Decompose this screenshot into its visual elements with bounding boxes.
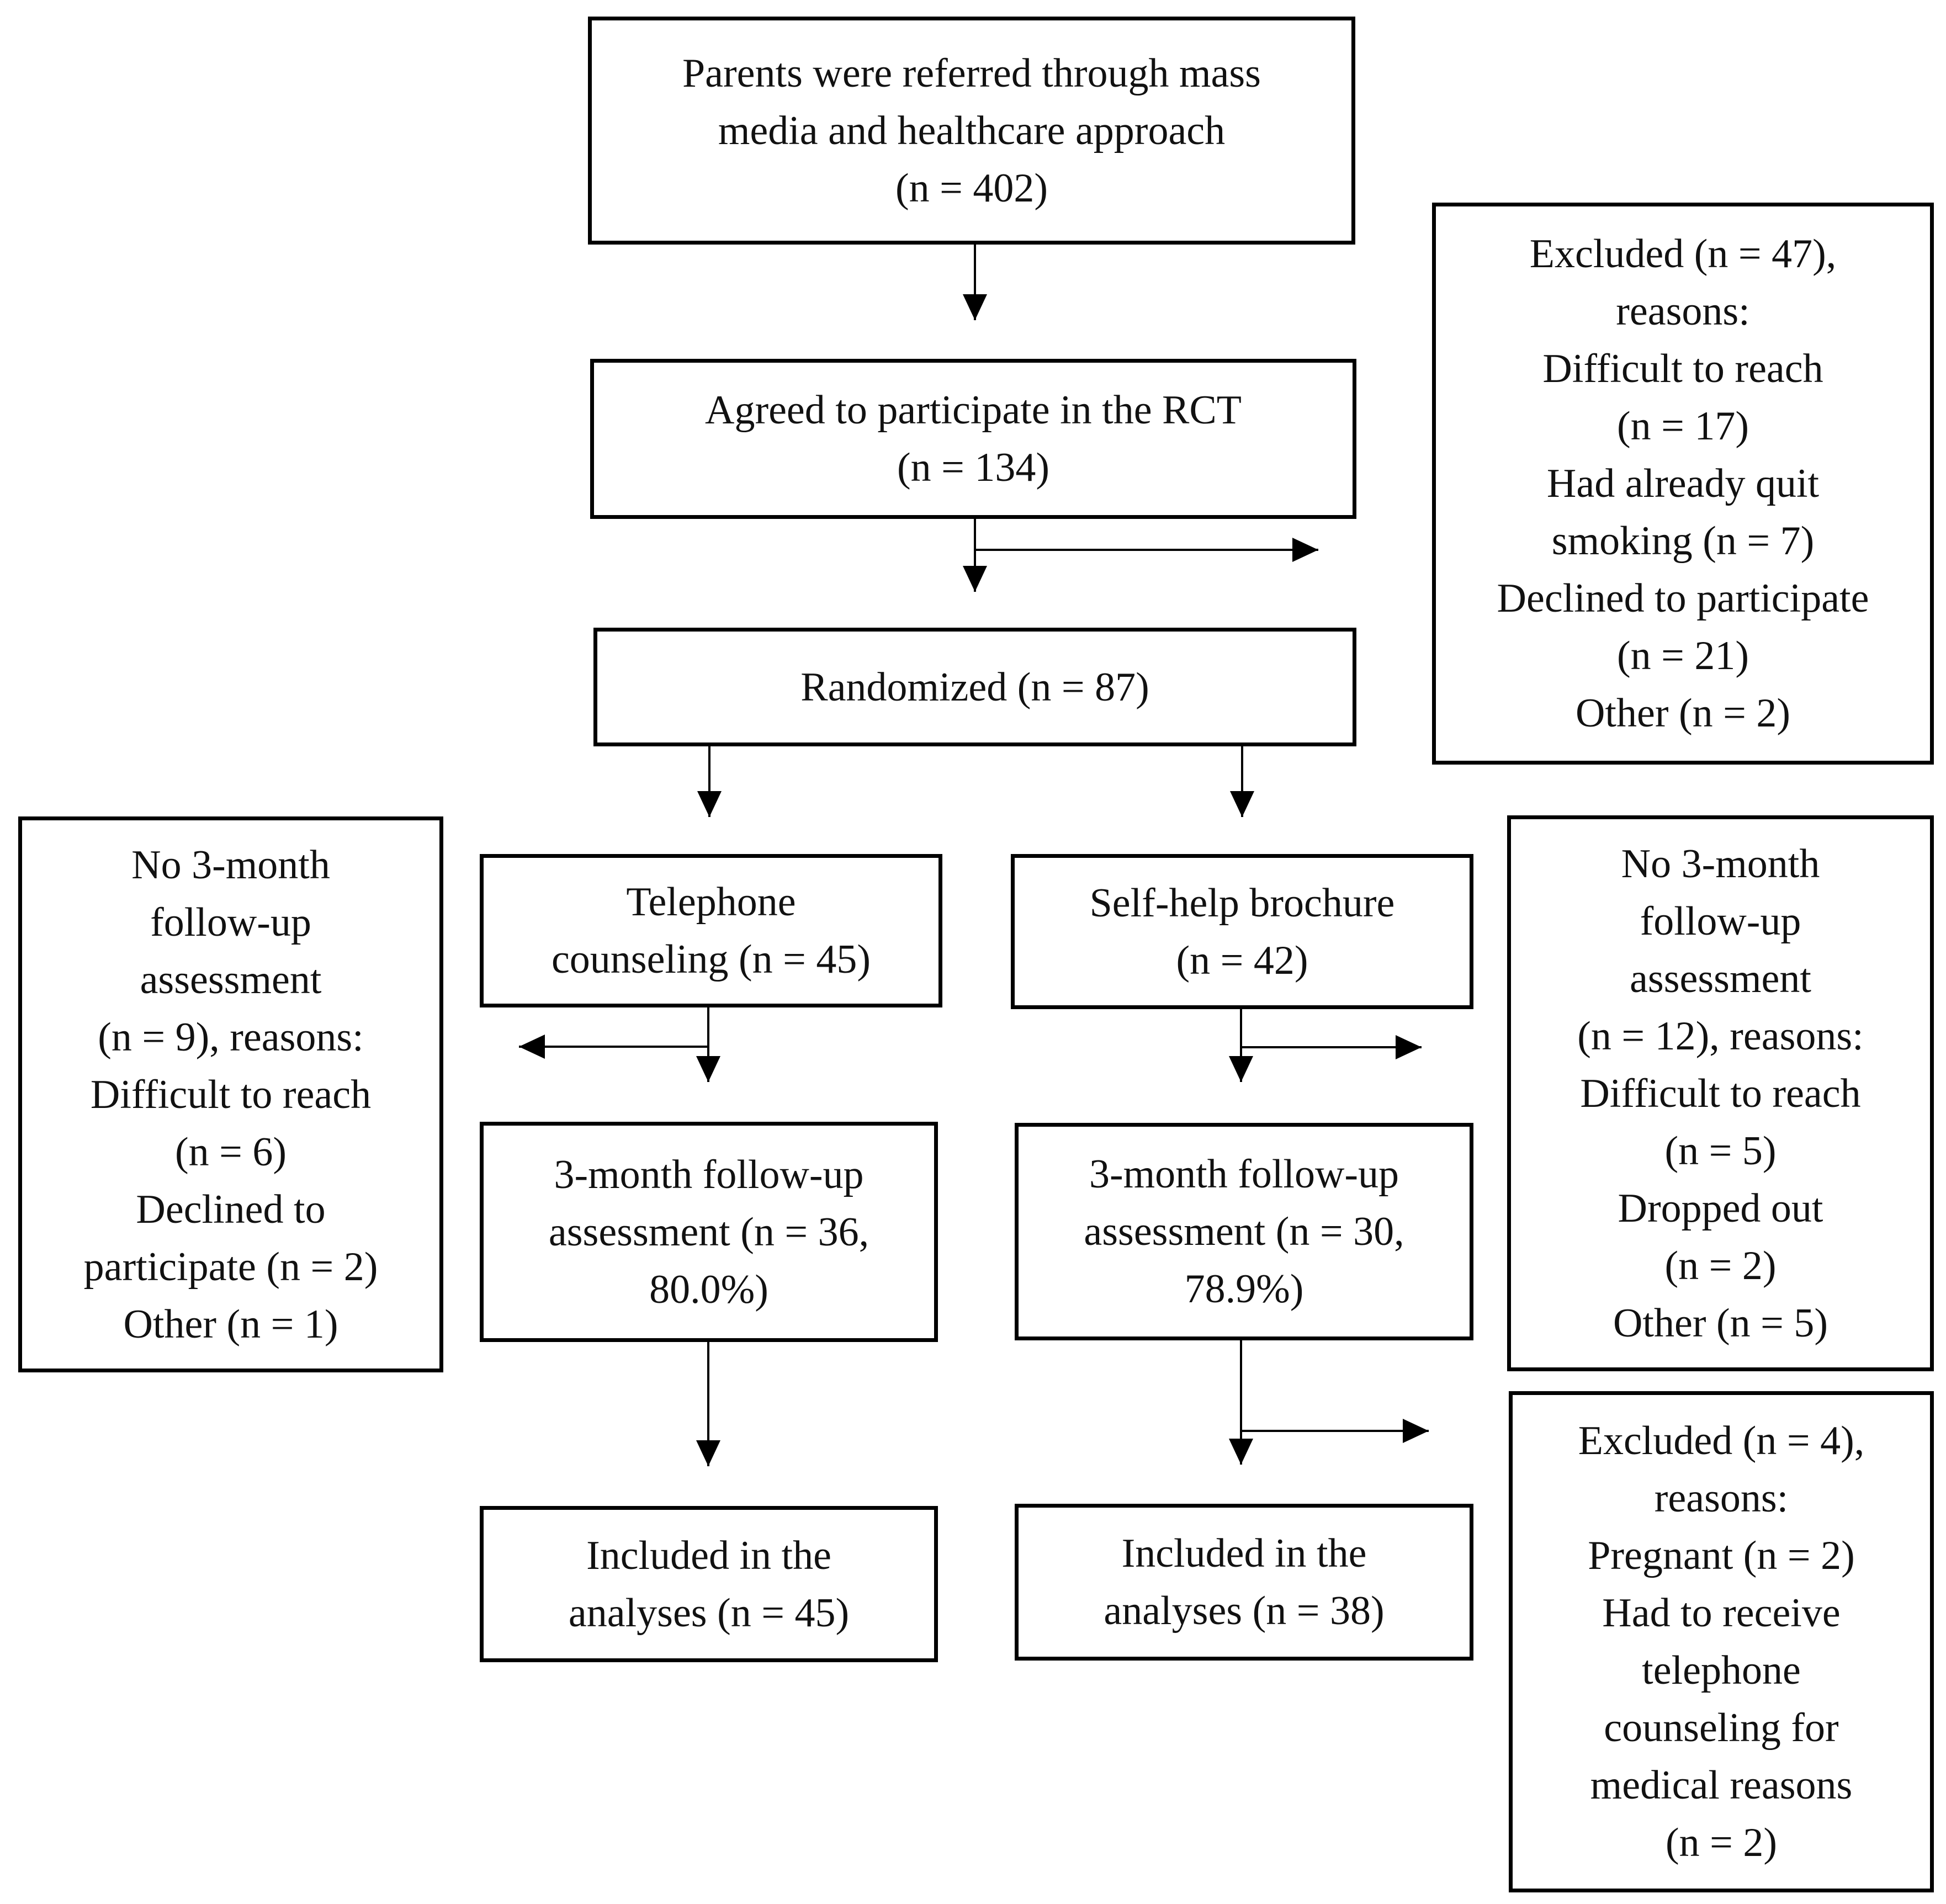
box-text-line: assessment (n = 36,: [548, 1209, 869, 1255]
box-text-line: Other (n = 5): [1613, 1300, 1828, 1346]
box-text-line: Excluded (n = 47),: [1529, 231, 1837, 277]
arrowhead-down: [963, 294, 987, 320]
arrowhead-right: [1396, 1035, 1422, 1059]
box-referred: Parents were referred through mass media…: [588, 17, 1355, 245]
box-text-line: media and healthcare approach: [718, 108, 1226, 153]
box-text-line: follow-up: [1640, 898, 1801, 944]
arrowhead-down: [963, 566, 987, 592]
box-text-line: (n = 402): [895, 165, 1048, 211]
arrowhead-down: [1229, 1056, 1253, 1082]
box-text-line: medical reasons: [1590, 1763, 1853, 1808]
box-excluded-post: Excluded (n = 4), reasons: Pregnant (n =…: [1509, 1391, 1934, 1892]
box-followup-right: 3-month follow-up assessment (n = 30, 78…: [1015, 1123, 1473, 1340]
arrowhead-down: [1229, 1439, 1253, 1465]
box-followup-left: 3-month follow-up assessment (n = 36, 80…: [480, 1122, 938, 1342]
box-text-line: (n = 2): [1664, 1243, 1777, 1288]
box-text-line: assessment: [140, 957, 322, 1003]
box-text-line: (n = 17): [1616, 404, 1749, 449]
box-text-line: assessment (n = 30,: [1084, 1209, 1404, 1254]
box-text-line: Declined to: [136, 1186, 326, 1232]
box-text-line: analyses (n = 45): [568, 1590, 850, 1636]
arrowhead-down: [697, 791, 722, 817]
box-text-line: Difficult to reach: [90, 1072, 372, 1117]
box-text-line: Declined to participate: [1497, 576, 1869, 621]
box-text-line: reasons:: [1616, 289, 1750, 334]
arrowhead-down: [1230, 791, 1254, 817]
arrowhead-left: [519, 1035, 545, 1059]
box-text-line: 80.0%): [649, 1266, 768, 1312]
box-text-line: No 3-month: [1621, 841, 1820, 887]
box-text-line: (n = 21): [1616, 633, 1749, 678]
box-text-line: Pregnant (n = 2): [1588, 1533, 1855, 1578]
box-text-line: No 3-month: [131, 842, 330, 888]
box-text-line: counseling (n = 45): [551, 937, 871, 982]
box-text-line: participate (n = 2): [83, 1244, 378, 1290]
box-text-line: assessment: [1630, 956, 1811, 1001]
box-excluded-pre: Excluded (n = 47), reasons: Difficult to…: [1432, 203, 1934, 765]
box-text-line: follow-up: [150, 899, 311, 945]
box-text-line: smoking (n = 7): [1551, 518, 1815, 564]
box-text-line: Parents were referred through mass: [682, 50, 1261, 96]
box-text-line: (n = 9), reasons:: [98, 1014, 364, 1060]
box-text-line: Difficult to reach: [1580, 1070, 1861, 1116]
box-text-line: Randomized (n = 87): [800, 664, 1149, 710]
box-no-followup-right: No 3-month follow-up assessment (n = 12)…: [1507, 815, 1934, 1371]
arrowhead-down: [696, 1056, 720, 1082]
box-text-line: (n = 12), reasons:: [1577, 1013, 1864, 1059]
box-telephone-counseling: Telephone counseling (n = 45): [480, 854, 942, 1007]
arrowhead-right: [1403, 1419, 1429, 1443]
box-text-line: counseling for: [1604, 1705, 1839, 1751]
box-text-line: Agreed to participate in the RCT: [705, 388, 1242, 433]
box-text-line: telephone: [1642, 1648, 1801, 1693]
box-no-followup-left: No 3-month follow-up assessment (n = 9),…: [18, 816, 443, 1372]
box-text-line: Included in the: [586, 1532, 831, 1578]
box-text-line: Had to receive: [1602, 1590, 1841, 1636]
box-text-line: (n = 2): [1665, 1820, 1778, 1865]
box-text-line: Self-help brochure: [1089, 880, 1395, 926]
box-text-line: 3-month follow-up: [554, 1152, 864, 1197]
box-text-line: Telephone: [626, 879, 796, 925]
box-text-line: (n = 42): [1176, 937, 1308, 983]
box-text-line: Included in the: [1121, 1531, 1367, 1576]
box-randomized: Randomized (n = 87): [593, 628, 1356, 746]
box-text-line: reasons:: [1654, 1476, 1789, 1521]
box-text-line: (n = 5): [1664, 1128, 1777, 1174]
box-text-line: Other (n = 1): [123, 1301, 338, 1347]
box-text-line: 3-month follow-up: [1089, 1152, 1399, 1197]
box-text-line: 78.9%): [1184, 1266, 1304, 1312]
box-text-line: Had already quit: [1546, 461, 1820, 506]
box-included-left: Included in the analyses (n = 45): [480, 1506, 938, 1662]
box-text-line: Dropped out: [1618, 1185, 1823, 1231]
arrowhead-down: [696, 1440, 720, 1466]
box-text-line: Difficult to reach: [1542, 346, 1823, 391]
box-included-right: Included in the analyses (n = 38): [1015, 1504, 1473, 1661]
box-agreed: Agreed to participate in the RCT (n = 13…: [590, 359, 1356, 519]
box-self-help-brochure: Self-help brochure (n = 42): [1011, 854, 1473, 1009]
arrowhead-right: [1292, 538, 1318, 562]
box-text-line: (n = 134): [897, 445, 1050, 490]
box-text-line: (n = 6): [174, 1129, 287, 1175]
box-text-line: Excluded (n = 4),: [1578, 1418, 1865, 1463]
box-text-line: analyses (n = 38): [1104, 1588, 1385, 1633]
box-text-line: Other (n = 2): [1575, 691, 1790, 736]
